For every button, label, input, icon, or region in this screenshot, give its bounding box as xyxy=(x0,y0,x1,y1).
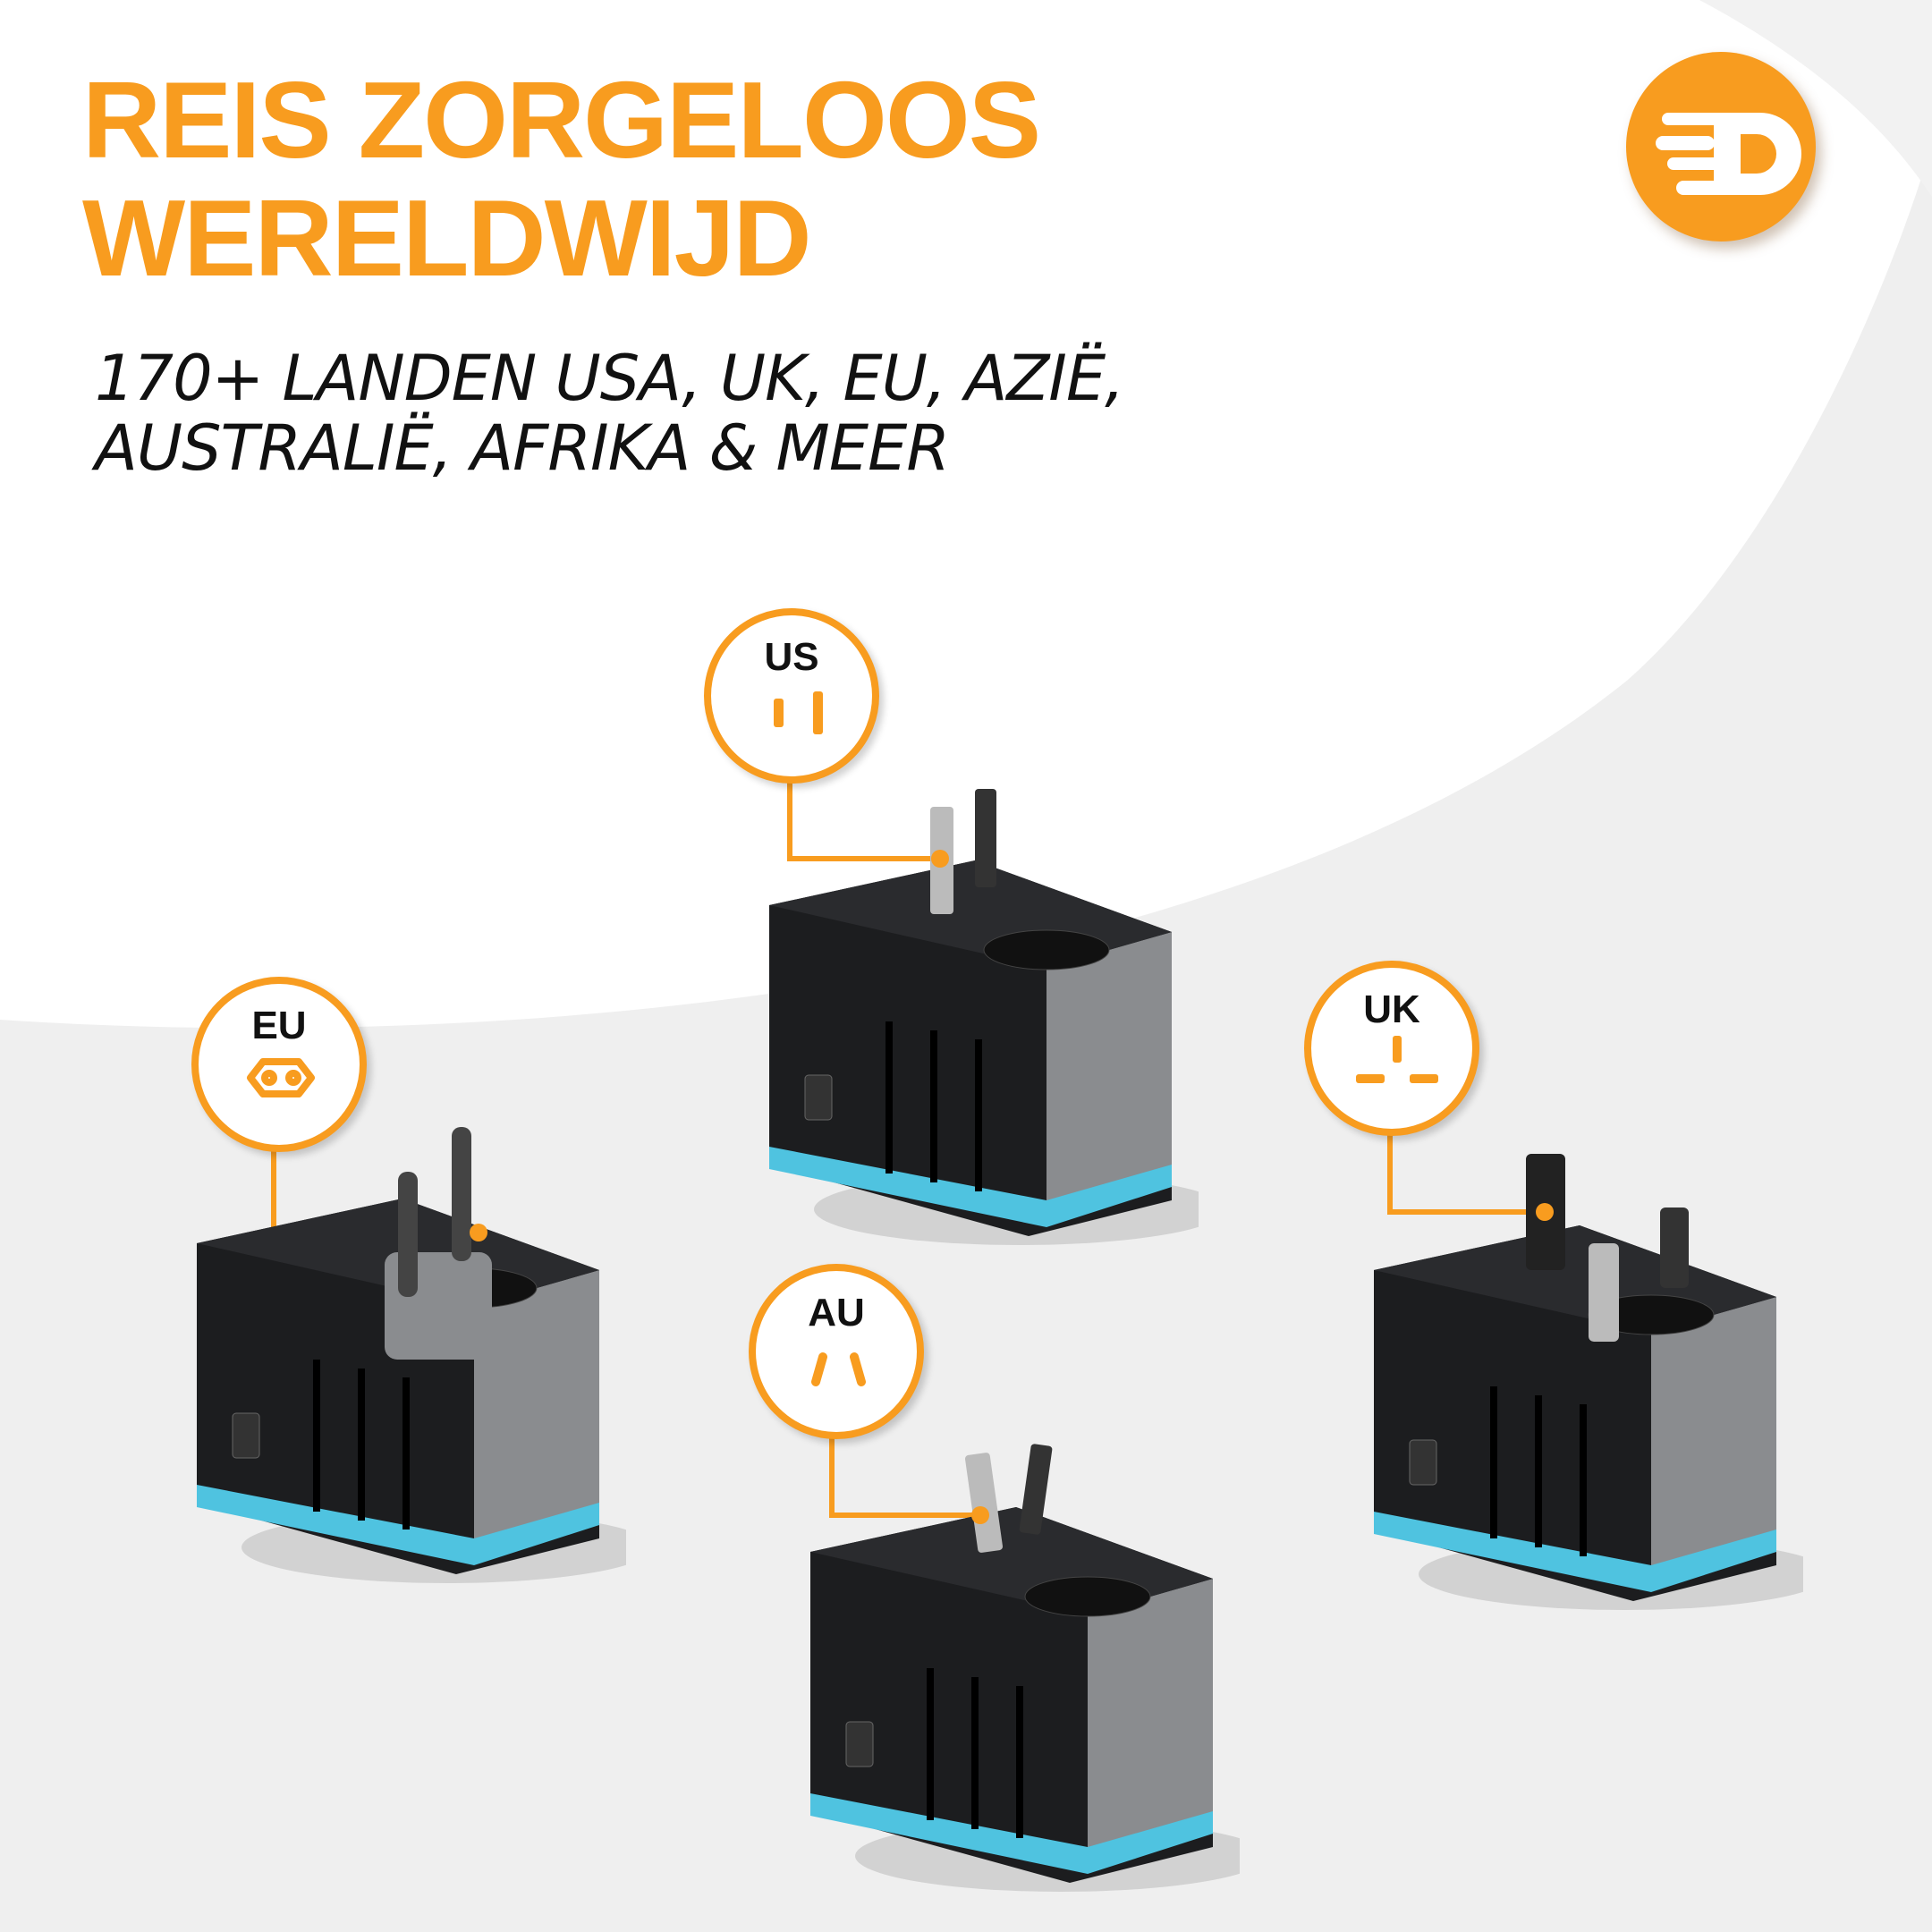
us-adapter xyxy=(751,789,1225,1258)
title-line-2: WERELDWIJD xyxy=(82,177,812,299)
subtitle: 170+ LANDEN USA, UK, EU, AZIË,AUSTRALIË,… xyxy=(95,342,1124,485)
au-label: AU xyxy=(808,1291,865,1335)
travel-adapter-image xyxy=(769,789,1225,1245)
speed-d-logo-icon xyxy=(1656,113,1801,195)
au-adapter xyxy=(792,1436,1267,1905)
us-plug-badge: US xyxy=(704,608,879,784)
eu-adapter xyxy=(179,1127,653,1597)
eu-plug-icon xyxy=(247,1058,315,1097)
title-line-1: REIS ZORGELOOS xyxy=(82,59,1041,181)
eu-label: EU xyxy=(251,1004,307,1047)
uk-adapter xyxy=(1356,1154,1830,1623)
subtitle-line-1: 170+ LANDEN USA, UK, EU, AZIË, xyxy=(95,342,1124,415)
us-label: US xyxy=(764,635,819,679)
travel-adapter-image xyxy=(197,1127,653,1583)
brand-logo xyxy=(1626,52,1816,242)
uk-label: UK xyxy=(1363,987,1420,1031)
uk-plug-badge: UK xyxy=(1304,961,1479,1136)
au-plug-icon xyxy=(811,1352,866,1386)
subtitle-line-2: AUSTRALIË, AFRIKA & MEER xyxy=(95,411,950,485)
travel-adapter-image xyxy=(1374,1154,1830,1610)
au-plug-badge: AU xyxy=(749,1264,924,1439)
uk-plug-icon xyxy=(1356,1036,1438,1083)
eu-plug-badge: EU xyxy=(191,977,367,1152)
travel-adapter-image xyxy=(810,1444,1267,1892)
us-plug-icon xyxy=(774,691,823,734)
